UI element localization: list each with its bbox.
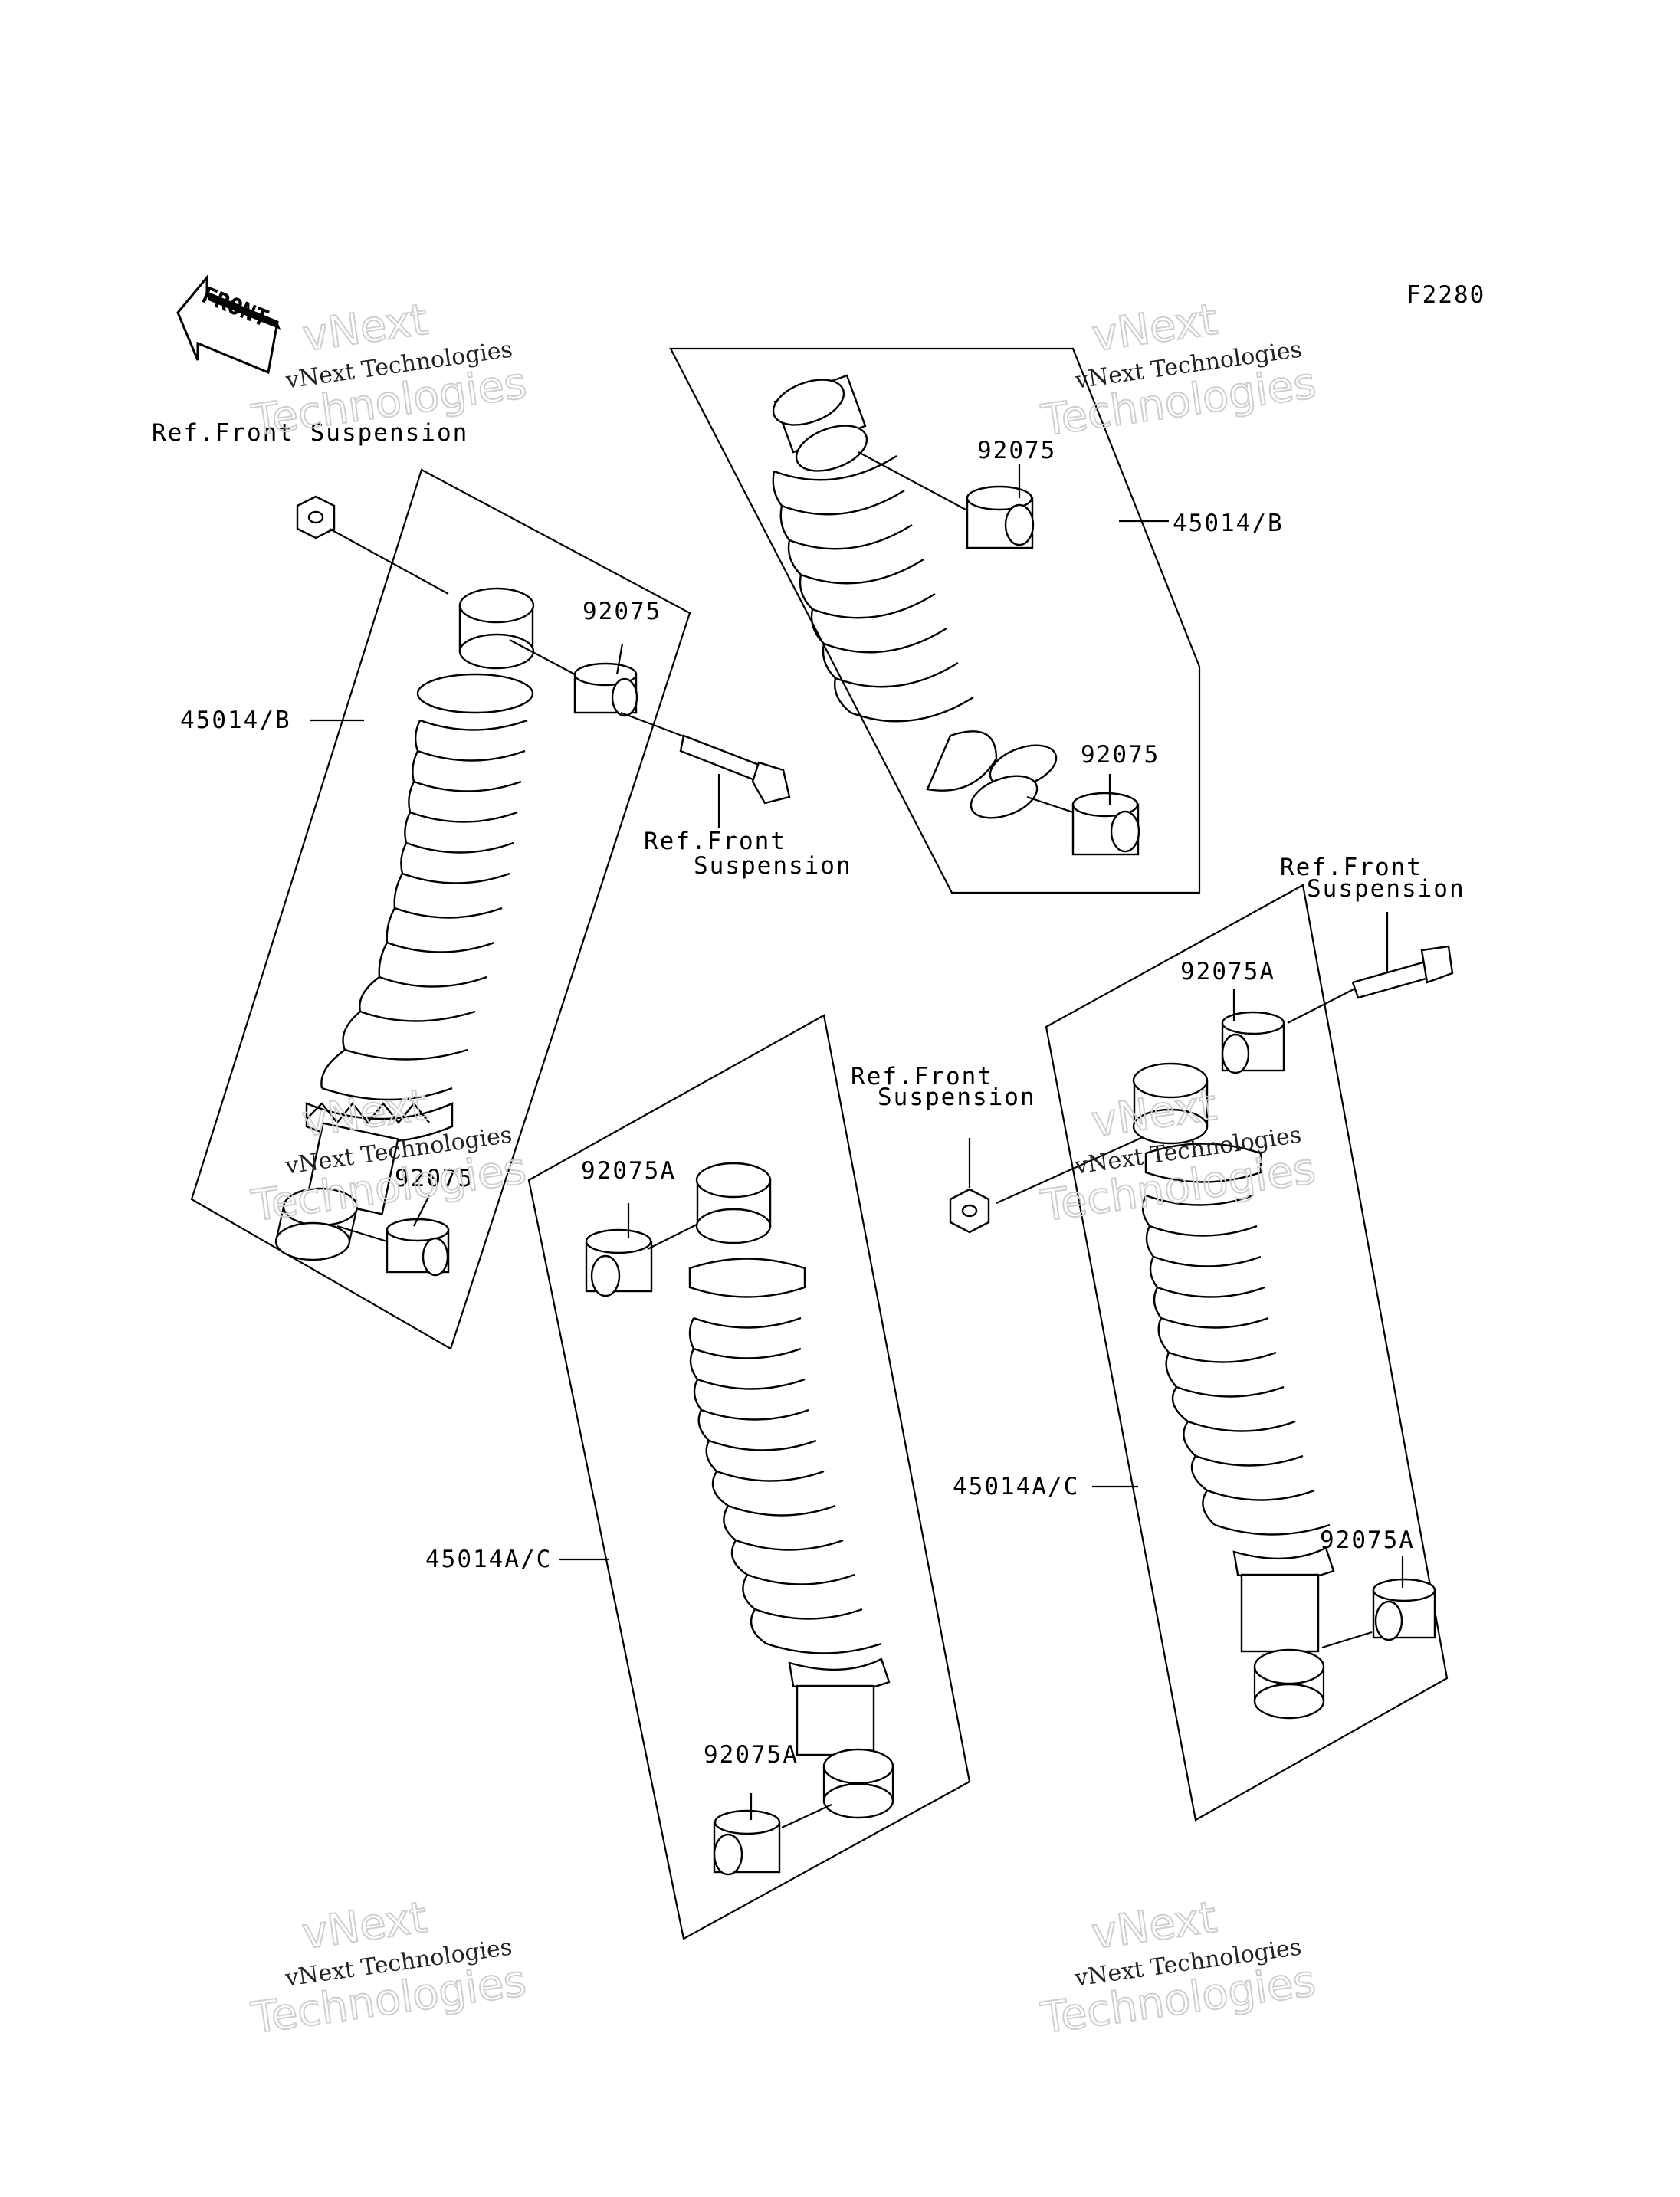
bolt-icon: [1351, 945, 1454, 999]
label-92075-bottom-left: 92075: [395, 1165, 474, 1192]
coil-spring-icon: [1141, 1143, 1335, 1653]
front-arrow-icon: FRONT: [176, 274, 281, 375]
shock-bottom-eye-icon: [822, 1748, 894, 1819]
flange-nut-icon: [949, 1188, 990, 1234]
watermark-mid-left: vNext Technologies vNext Technologies: [248, 1080, 530, 1232]
bushing-icon: [1071, 792, 1140, 856]
label-92075a-right-top: 92075A: [1180, 958, 1275, 985]
label-ref-front-mid-line1: Ref.Front: [851, 1063, 993, 1090]
panel-right-shock: [949, 884, 1454, 1822]
watermark-top-right: vNext Technologies vNext Technologies: [1038, 294, 1320, 447]
label-45014ac-right: 45014A/C: [953, 1473, 1079, 1500]
bushing-icon: [573, 662, 638, 717]
label-ref-front-bolt-line1: Ref.Front: [644, 828, 786, 855]
shock-bottom-eye-icon: [970, 744, 1058, 819]
bushing-icon: [386, 1218, 450, 1277]
label-92075-upper-left: 92075: [582, 598, 661, 625]
bushing-icon: [585, 1228, 653, 1297]
shock-top-eye-icon: [772, 374, 868, 472]
bushing-icon: [713, 1809, 781, 1876]
bushing-icon: [1221, 1011, 1285, 1074]
label-ref-front-right-line2: Suspension: [1307, 875, 1465, 903]
watermark-bottom-left: vNext Technologies vNext Technologies: [248, 1892, 530, 2045]
bushing-icon: [1372, 1578, 1436, 1641]
label-92075-top-right: 92075: [977, 437, 1056, 464]
shock-bottom-eye-icon: [274, 1187, 359, 1261]
label-92075a-center-bottom: 92075A: [704, 1741, 799, 1769]
label-ref-front-suspension-top: Ref.Front Suspension: [152, 419, 468, 447]
panel-center-shock: [527, 1014, 971, 1940]
panel-top-right-shock: [669, 347, 1201, 894]
panel-left-shock: [190, 468, 791, 1350]
bushing-icon: [966, 485, 1035, 549]
bolt-icon: [679, 734, 791, 805]
shock-top-eye-icon: [458, 587, 535, 670]
label-ref-front-mid-line2: Suspension: [878, 1084, 1036, 1111]
label-92075a-center-top: 92075A: [581, 1157, 676, 1185]
coil-spring-icon: [688, 1258, 891, 1756]
label-ref-front-right-line1: Ref.Front: [1280, 854, 1422, 881]
label-45014b-right: 45014/B: [1173, 510, 1284, 537]
shock-bottom-eye-icon: [1253, 1648, 1325, 1720]
flange-nut-icon: [296, 495, 336, 539]
watermark-bottom-right: vNext Technologies vNext Technologies: [1037, 1892, 1319, 2045]
label-45014b-left: 45014/B: [180, 707, 291, 734]
watermark-mid-right: vNext Technologies vNext Technologies: [1037, 1080, 1319, 1232]
watermark-top-left: vNext Technologies vNext Technologies: [248, 294, 530, 447]
label-ref-front-bolt-line2: Suspension: [694, 852, 852, 880]
shock-top-eye-icon: [695, 1162, 772, 1244]
label-45014ac-center: 45014A/C: [425, 1546, 552, 1573]
label-92075a-right-bottom: 92075A: [1320, 1526, 1415, 1554]
diagram-code: F2280: [1406, 281, 1485, 309]
shock-top-eye-icon: [1132, 1062, 1209, 1145]
label-92075-mid-right: 92075: [1081, 741, 1160, 769]
coil-spring-icon: [772, 454, 998, 792]
